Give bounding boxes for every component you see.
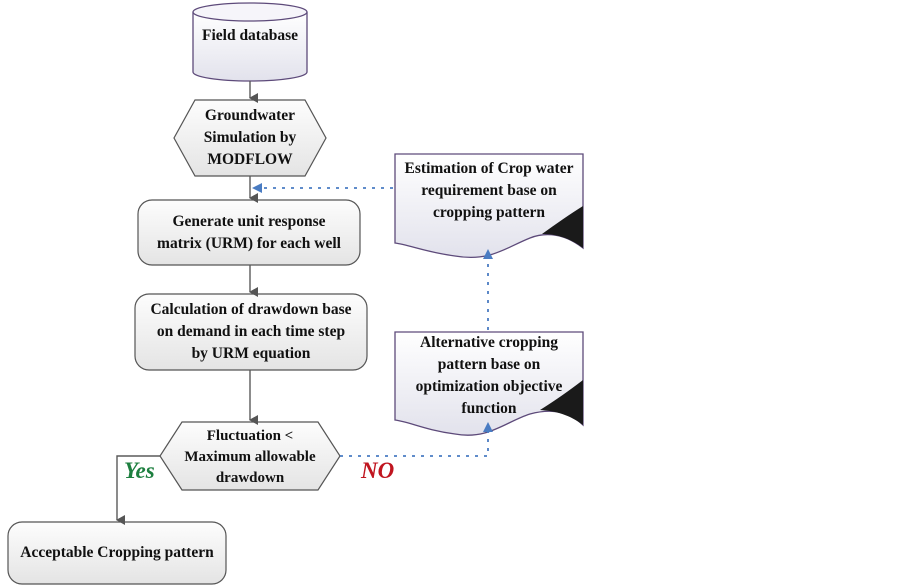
page-curl-icon — [540, 380, 583, 425]
node-alternative-pattern — [394, 331, 584, 436]
dotted-edges — [262, 187, 489, 457]
edge-check-to-alternative — [340, 432, 489, 457]
label-field-database: Field database — [201, 27, 299, 44]
edge-label-yes: Yes — [124, 458, 155, 483]
label-calc-drawdown: Calculation of drawdown base on demand i… — [150, 301, 352, 362]
label-acceptable-pattern: Acceptable Cropping pattern — [20, 544, 214, 561]
label-groundwater-simulation: Groundwater Simulation by MODFLOW — [203, 107, 297, 168]
edge-label-no: NO — [361, 458, 395, 483]
node-groundwater-simulation — [173, 99, 327, 177]
node-field-database — [192, 2, 308, 82]
label-fluctuation-check: Fluctuation < Maximum allowable drawdown — [184, 427, 316, 486]
arrowhead-icon — [483, 422, 493, 432]
label-crop-water-estimation: Estimation of Crop water requirement bas… — [404, 160, 574, 221]
arrowhead-icon — [483, 249, 493, 259]
label-generate-urm: Generate unit response matrix (URM) for … — [157, 212, 341, 252]
node-crop-water-estimation — [394, 153, 584, 259]
arrowhead-icon — [252, 183, 262, 193]
solid-edges — [116, 81, 258, 525]
label-alternative-pattern: Alternative cropping pattern base on opt… — [415, 334, 563, 417]
edge-check-to-acceptable — [116, 455, 160, 525]
page-curl-icon — [542, 206, 583, 248]
